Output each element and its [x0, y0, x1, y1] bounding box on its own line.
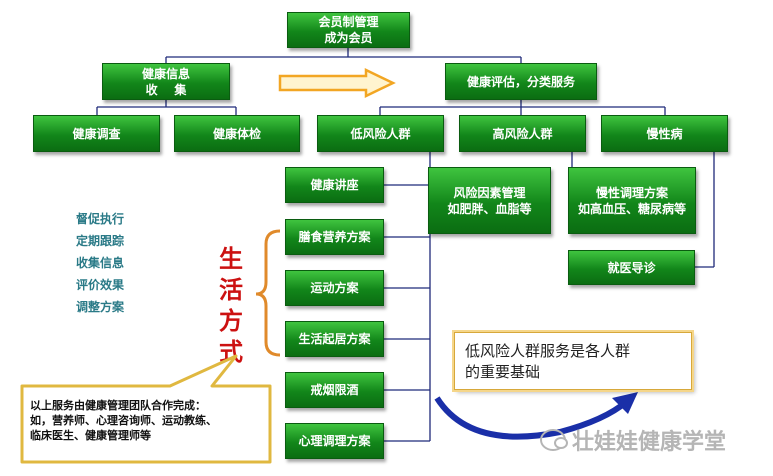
node-health-assessment: 健康评估，分类服务 — [445, 63, 597, 100]
watermark: 壮娃娃健康学堂 — [540, 424, 726, 456]
node-health-lecture: 健康讲座 — [285, 167, 384, 203]
node-exercise-plan: 运动方案 — [285, 270, 384, 306]
node-health-info-collection: 健康信息 收 集 — [102, 63, 230, 100]
lifestyle-label: 生 活 方 式 — [219, 245, 243, 366]
team-note: 以上服务由健康管理团队合作完成： 如，营养师、心理咨询师、运动教练、 临床医生、… — [30, 399, 217, 442]
node-diet-nutrition-plan: 膳食营养方案 — [285, 219, 384, 255]
list-item: 调整方案 — [76, 300, 125, 314]
node-chronic-care-plan: 慢性调理方案 如高血压、糖尿病等 — [568, 167, 696, 234]
list-item: 定期跟踪 — [76, 234, 125, 248]
node-health-survey: 健康调查 — [33, 115, 160, 152]
node-health-checkup: 健康体检 — [174, 115, 300, 152]
node-high-risk-group: 高风险人群 — [459, 115, 586, 152]
node-quit-smoking-limit-alcohol: 戒烟限酒 — [285, 372, 384, 408]
list-item: 收集信息 — [76, 256, 125, 270]
node-medical-referral: 就医导诊 — [568, 250, 695, 285]
node-daily-routine-plan: 生活起居方案 — [285, 321, 384, 357]
follow-up-steps-list: 督促执行 定期跟踪 收集信息 评价效果 调整方案 — [76, 208, 124, 318]
node-risk-factor-management: 风险因素管理 如肥胖、血脂等 — [428, 167, 551, 234]
node-psychological-care-plan: 心理调理方案 — [285, 423, 384, 459]
node-low-risk-group: 低风险人群 — [317, 115, 444, 152]
list-item: 评价效果 — [76, 278, 125, 292]
list-item: 督促执行 — [76, 212, 125, 226]
wechat-icon — [540, 429, 568, 451]
flow-arrow — [278, 68, 396, 98]
node-membership: 会员制管理 成为会员 — [287, 12, 410, 48]
node-chronic-disease: 慢性病 — [601, 115, 728, 152]
low-risk-foundation-callout: 低风险人群服务是各人群 的重要基础 — [454, 332, 692, 390]
lifestyle-brace — [255, 229, 281, 357]
